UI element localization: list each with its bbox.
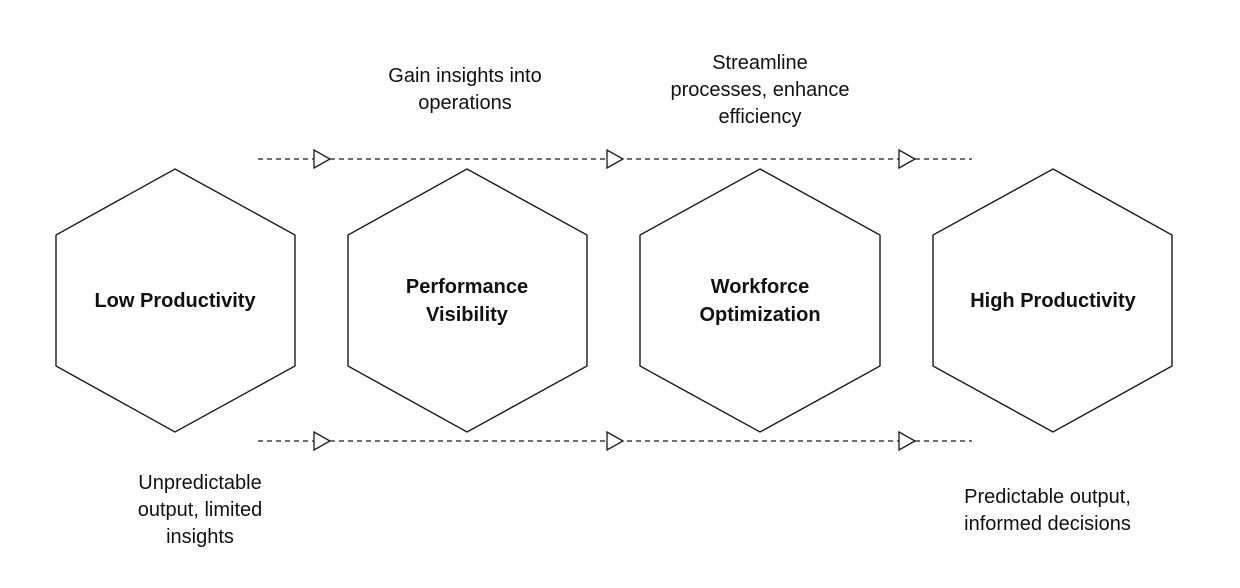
stage-2-label: Performance Visibility xyxy=(405,276,529,326)
top-arrow-3-icon xyxy=(898,148,917,170)
stage-2-hexagon xyxy=(347,168,588,433)
bottom-arrow-1-icon xyxy=(313,430,332,452)
top-note-visibility: Gain insights into operations xyxy=(388,65,542,114)
stage-4-label: High Productivity xyxy=(970,290,1136,312)
top-flow xyxy=(258,148,972,170)
stage-3-label: Workforce Optimization xyxy=(699,276,821,326)
top-note-optimization: Streamline processes, enhance efficiency xyxy=(670,52,850,128)
top-arrow-2-icon xyxy=(606,148,625,170)
stage-3-hexagon xyxy=(639,168,881,433)
bottom-arrow-3-icon xyxy=(898,430,917,452)
bottom-note-low: Unpredictable output, limited insights xyxy=(137,472,263,548)
stage-4-hexagon xyxy=(932,168,1173,433)
bottom-flow xyxy=(258,430,972,452)
stage-1-label: Low Productivity xyxy=(94,290,256,312)
bottom-arrow-2-icon xyxy=(606,430,625,452)
bottom-note-high: Predictable output, informed decisions xyxy=(964,486,1131,535)
stage-1-hexagon xyxy=(55,168,296,433)
top-arrow-1-icon xyxy=(313,148,332,170)
